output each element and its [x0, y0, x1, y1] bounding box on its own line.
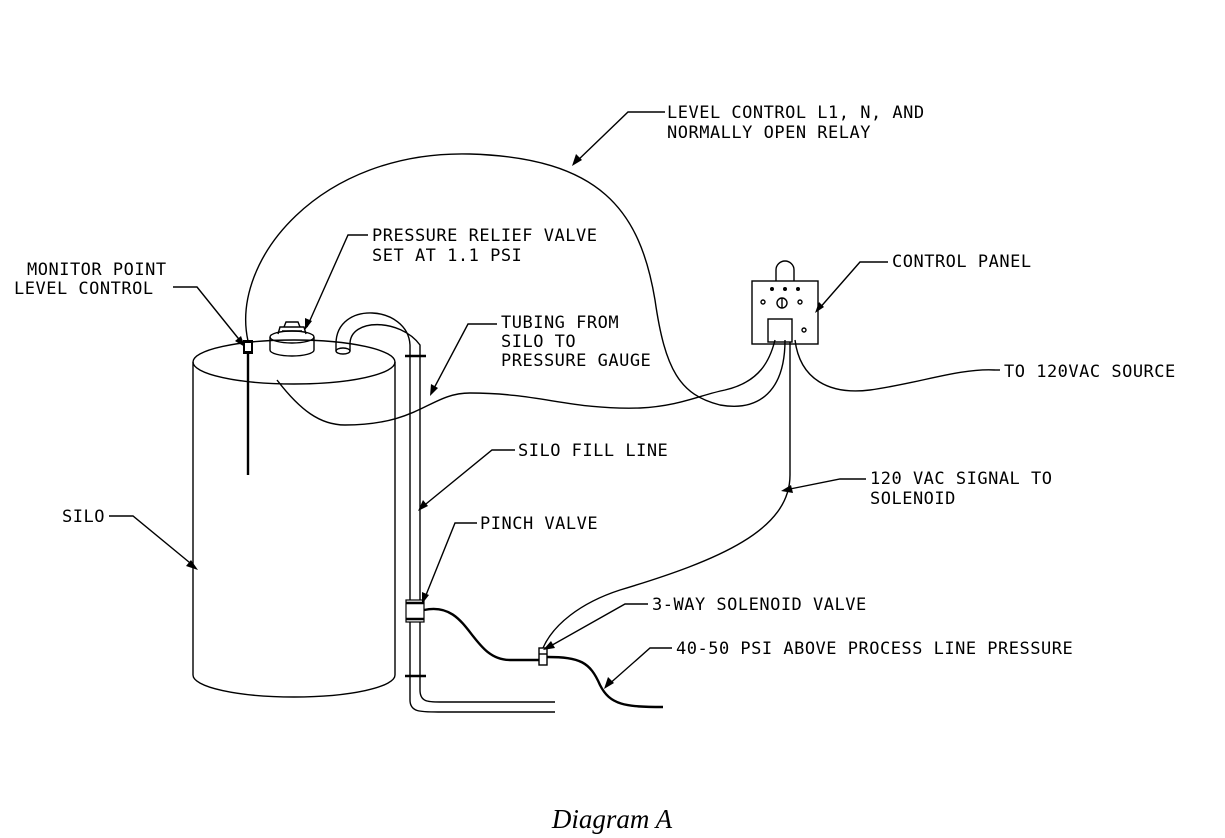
- signal-label-1: 120 VAC SIGNAL TO: [870, 469, 1053, 489]
- monitor-point-label-1: MONITOR POINT: [27, 260, 167, 280]
- supply-pressure-label: 40-50 PSI ABOVE PROCESS LINE PRESSURE: [676, 639, 1073, 659]
- tubing-label-1: TUBING FROM: [501, 313, 619, 333]
- pressure-relief-valve: [269, 321, 315, 357]
- control-panel: [751, 260, 819, 345]
- gauge-tubing: [276, 339, 776, 426]
- diagram-caption: Diagram A: [551, 804, 673, 834]
- pinch-valve-label: PINCH VALVE: [480, 514, 598, 534]
- silo-fill-line-label: SILO FILL LINE: [518, 441, 668, 461]
- level-control-cable: [245, 153, 786, 407]
- solenoid-valve-label: 3-WAY SOLENOID VALVE: [652, 595, 867, 615]
- supply-line: [546, 655, 664, 709]
- source-cable: [794, 339, 996, 392]
- level-control-wiring-label-1: LEVEL CONTROL L1, N, AND: [667, 103, 925, 123]
- silo-fill-line: [335, 312, 555, 713]
- silo: [192, 339, 396, 698]
- air-line: [423, 607, 540, 662]
- tubing-label-2: SILO TO: [501, 332, 576, 352]
- control-panel-label: CONTROL PANEL: [892, 252, 1032, 272]
- pinch-valve: [405, 599, 425, 623]
- level-control-probe: [243, 340, 253, 475]
- pressure-relief-label-2: SET AT 1.1 PSI: [372, 246, 522, 266]
- to-source-label: TO 120VAC SOURCE: [1004, 362, 1176, 382]
- solenoid-signal-cable: [542, 342, 791, 649]
- tubing-stub: [335, 344, 351, 355]
- pressure-relief-label-1: PRESSURE RELIEF VALVE: [372, 226, 597, 246]
- solenoid-valve: [538, 647, 548, 666]
- signal-label-2: SOLENOID: [870, 489, 956, 509]
- tubing-label-3: PRESSURE GAUGE: [501, 351, 651, 371]
- leader-lines: [109, 111, 1000, 689]
- monitor-point-label-2: LEVEL CONTROL: [14, 279, 154, 299]
- level-control-wiring-label-2: NORMALLY OPEN RELAY: [667, 123, 871, 143]
- silo-label: SILO: [62, 507, 105, 527]
